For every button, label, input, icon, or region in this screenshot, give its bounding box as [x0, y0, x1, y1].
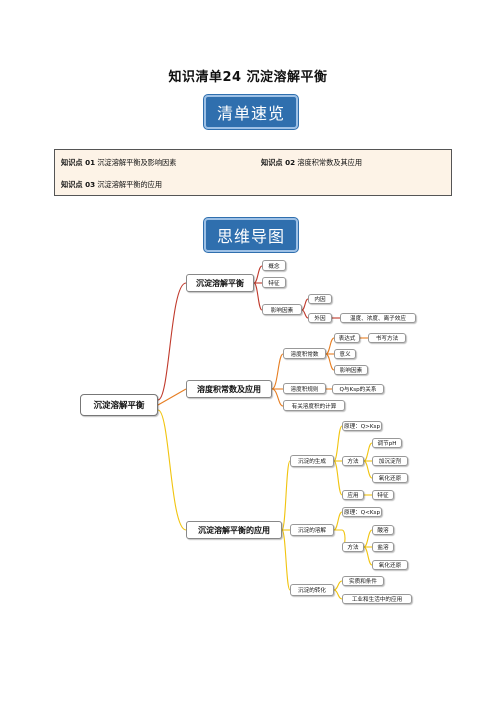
node-b1: 沉淀溶解平衡 — [186, 274, 254, 292]
node-b1-conditions: 温度、浓度、离子效应 — [340, 313, 416, 323]
node-b3-industry: 工业和生活中的应用 — [342, 594, 412, 604]
node-b3: 沉淀溶解平衡的应用 — [186, 521, 282, 539]
node-b3-application: 应用 — [342, 490, 364, 500]
node-b3-method-2: 方法 — [342, 542, 364, 552]
banner-overview: 清单速览 — [204, 95, 298, 129]
page-title: 知识清单24 沉淀溶解平衡 — [168, 70, 328, 85]
node-b3-principle-1: 原理：Q>Ksp — [342, 421, 382, 431]
node-b3-precipitant: 加沉淀剂 — [372, 456, 408, 466]
node-b3-redox-2: 氧化还原 — [372, 560, 408, 570]
node-b3-salt: 盐溶 — [372, 542, 394, 552]
node-b2-ksp: 溶度积常数 — [283, 348, 326, 359]
node-b1-external: 外因 — [308, 313, 332, 323]
node-b3-method-1: 方法 — [342, 456, 364, 466]
node-b3-conversion: 沉淀的转化 — [290, 584, 334, 596]
node-b2-writing: 书写方法 — [368, 333, 406, 343]
node-b2-expression: 表达式 — [334, 333, 360, 343]
node-b1-feature: 特征 — [262, 277, 286, 288]
node-b3-dissolution: 沉淀的溶解 — [290, 524, 334, 536]
node-b1-concept: 概念 — [262, 260, 286, 271]
mindmap-root: 沉淀溶解平衡 — [80, 394, 158, 416]
node-b2-factors: 影响因素 — [334, 365, 368, 375]
knowledge-point-3: 知识点 03 沉淀溶解平衡的应用 — [61, 180, 163, 189]
node-b3-adjust-ph: 调节pH — [372, 438, 402, 448]
node-b3-feature: 特征 — [372, 490, 394, 500]
node-b3-principle-2: 原理：Q<Ksp — [342, 507, 382, 517]
node-b1-internal: 内因 — [308, 294, 332, 304]
node-b2-calc: 有关溶度积的计算 — [283, 400, 345, 411]
knowledge-points-box: 知识点 01 沉淀溶解平衡及影响因素 知识点 02 溶度积常数及其应用 知识点 … — [54, 149, 452, 196]
node-b3-redox-1: 氧化还原 — [372, 473, 408, 483]
node-b2: 溶度积常数及应用 — [186, 380, 272, 398]
node-b3-acid: 酸溶 — [372, 525, 394, 535]
node-b2-meaning: 意义 — [334, 349, 356, 359]
banner-mindmap: 思维导图 — [204, 218, 298, 252]
node-b2-q-ksp: Q与Ksp的关系 — [332, 384, 384, 394]
node-b3-essence: 实质和条件 — [342, 576, 384, 586]
node-b3-formation: 沉淀的生成 — [290, 455, 334, 467]
knowledge-point-1: 知识点 01 沉淀溶解平衡及影响因素 — [61, 158, 177, 167]
node-b1-factors: 影响因素 — [262, 304, 302, 315]
knowledge-point-2: 知识点 02 溶度积常数及其应用 — [261, 158, 363, 167]
node-b2-rule: 溶度积规则 — [283, 383, 326, 394]
